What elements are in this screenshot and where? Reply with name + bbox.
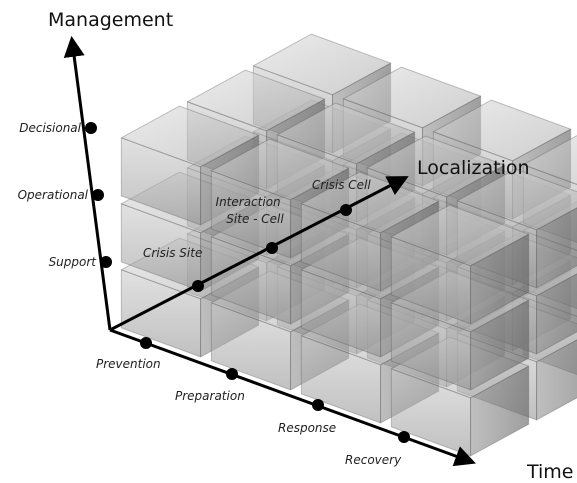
management-label-operational: Operational: [18, 188, 89, 202]
localization-label-interaction-line2: Site - Cell: [226, 212, 284, 226]
block-top-face: [390, 204, 530, 267]
time-label-preparation: Preparation: [175, 389, 245, 403]
localization-label-crisis-site: Crisis Site: [143, 246, 202, 260]
block-side-face: [536, 207, 577, 289]
block-top-face: [120, 105, 260, 168]
localization-tick-crisis-cell: [340, 204, 352, 216]
block-top-face: [300, 171, 440, 234]
block-top-face: [252, 33, 392, 96]
localization-tick-interaction-site-cell: [266, 242, 278, 254]
localization-label-crisis-cell: Crisis Cell: [312, 178, 371, 192]
time-axis: [109, 328, 476, 467]
localization-axis: [109, 176, 409, 332]
time-tick-response: [312, 399, 324, 411]
management-axis-title: Management: [48, 9, 173, 31]
localization-tick-crisis-site: [192, 280, 204, 292]
localization-label-interaction-site-cell: Interaction Site - Cell: [216, 195, 285, 226]
time-label-response: Response: [278, 421, 336, 435]
block-top-face: [432, 99, 572, 162]
block-side-face: [536, 339, 577, 421]
localization-axis-title: Localization: [417, 157, 530, 179]
management-tick-operational: [92, 189, 104, 201]
block-top-face: [366, 135, 506, 198]
block-side-face: [536, 273, 577, 355]
time-tick-recovery: [398, 431, 410, 443]
block-top-face: [456, 168, 577, 231]
management-tick-decisional: [85, 122, 97, 134]
time-label-prevention: Prevention: [96, 357, 161, 371]
management-tick-support: [100, 256, 112, 268]
translucent-block-grid: [120, 33, 577, 457]
management-label-decisional: Decisional: [19, 121, 81, 135]
block-top-face: [210, 138, 350, 201]
management-axis: [63, 35, 112, 331]
block-top-face: [276, 102, 416, 165]
time-tick-prevention: [140, 337, 152, 349]
time-tick-preparation: [226, 368, 238, 380]
time-label-recovery: Recovery: [345, 453, 402, 467]
block-top-face: [186, 69, 326, 132]
time-axis-title: Time: [526, 461, 574, 483]
localization-label-interaction-line1: Interaction: [216, 195, 281, 209]
axes: [63, 35, 476, 467]
management-label-support: Support: [49, 255, 98, 269]
block-top-face: [342, 66, 482, 129]
block-top-face: [522, 134, 577, 185]
